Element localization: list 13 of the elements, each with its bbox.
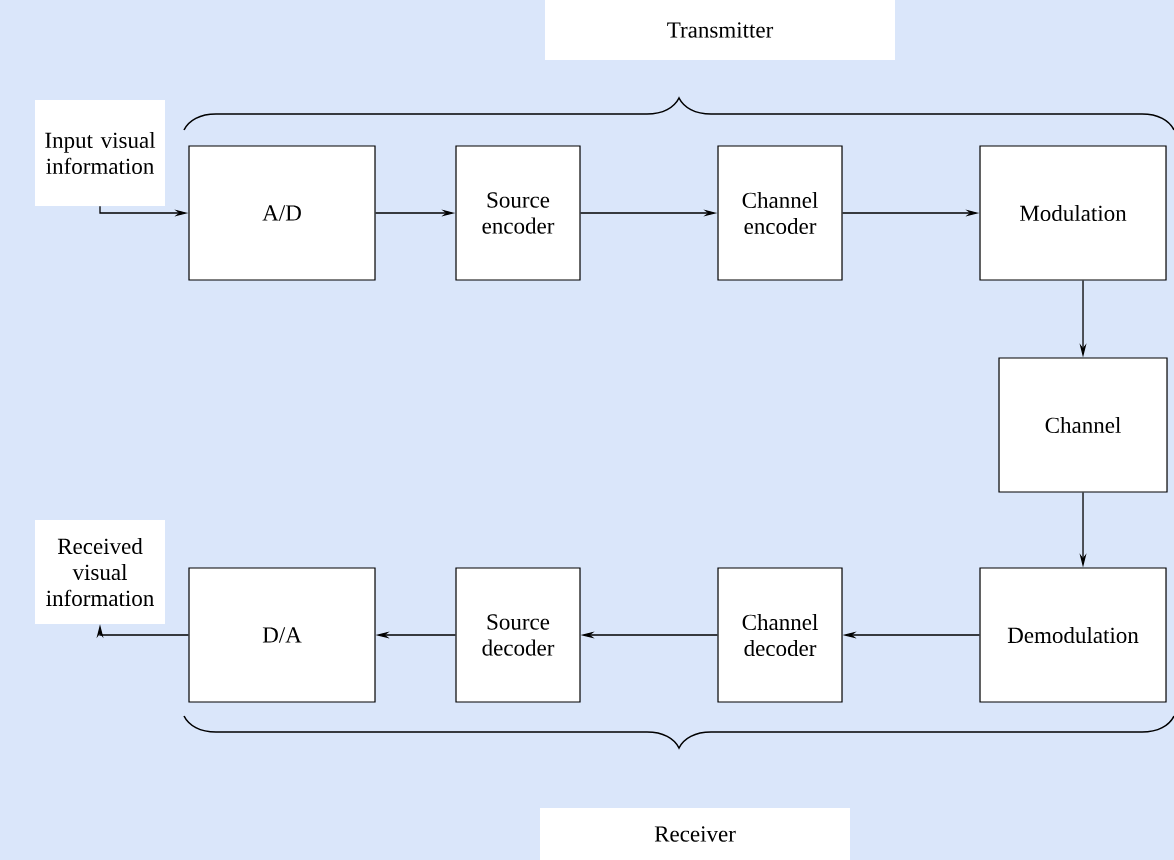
process-box: D/A (188, 567, 376, 703)
process-box: Channel (998, 357, 1168, 493)
process-box: Channel decoder (717, 567, 843, 703)
process-box: Demodulation (979, 567, 1167, 703)
text-label: Input visual information (35, 100, 165, 206)
process-box: Channel encoder (717, 145, 843, 281)
process-box: A/D (188, 145, 376, 281)
text-label: Receiver (540, 808, 850, 860)
process-box: Source decoder (455, 567, 581, 703)
text-label: Received visual information (35, 520, 165, 624)
process-box: Source encoder (455, 145, 581, 281)
process-box: Modulation (979, 145, 1167, 281)
text-label: Transmitter (545, 0, 895, 60)
